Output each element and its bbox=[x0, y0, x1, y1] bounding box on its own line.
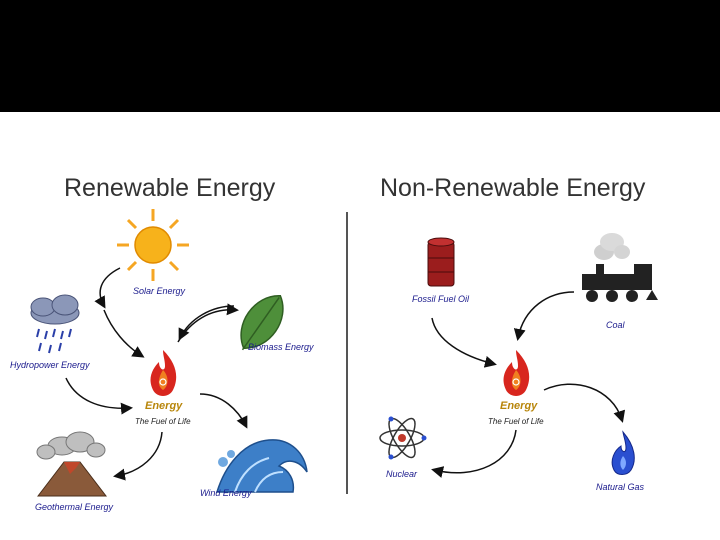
wind-label: Wind Energy bbox=[200, 488, 252, 498]
wave-icon bbox=[215, 439, 308, 493]
arrow-energy-to-nuclear bbox=[431, 429, 517, 478]
train-icon bbox=[582, 233, 658, 302]
top-black-band bbox=[0, 0, 720, 112]
oil-label: Fossil Fuel Oil bbox=[412, 294, 470, 304]
arrow-energy-to-wind bbox=[199, 393, 248, 429]
center-label-renewable: Energy bbox=[145, 400, 183, 412]
biomass-label: Biomass Energy bbox=[248, 342, 314, 352]
natural-gas-label: Natural Gas bbox=[596, 482, 645, 492]
solar-label: Solar Energy bbox=[133, 286, 186, 296]
nuclear-label: Nuclear bbox=[386, 469, 418, 479]
renewable-title: Renewable Energy bbox=[64, 174, 276, 202]
arrow-hydro-to-energy bbox=[103, 309, 145, 358]
rain-cloud-icon bbox=[30, 294, 80, 354]
volcano-icon bbox=[36, 431, 108, 497]
arrow-energy-to-geothermal bbox=[113, 431, 163, 481]
gas-flame-icon bbox=[611, 430, 635, 475]
geothermal-label: Geothermal Energy bbox=[35, 502, 114, 512]
arrow-energy-to-gas bbox=[543, 383, 626, 423]
non-renewable-arrows bbox=[431, 291, 626, 478]
sun-icon bbox=[117, 209, 189, 281]
hydropower-label: Hydropower Energy bbox=[10, 360, 90, 370]
renewable-arrows bbox=[65, 267, 248, 481]
coal-label: Coal bbox=[606, 320, 626, 330]
oil-barrel-icon bbox=[427, 237, 455, 287]
leaf-icon bbox=[240, 295, 284, 351]
center-sublabel-renewable: The Fuel of Life bbox=[135, 417, 191, 426]
center-label-non-renewable: Energy bbox=[500, 400, 538, 412]
flame-icon-renewable bbox=[150, 350, 177, 396]
center-sublabel-non-renewable: The Fuel of Life bbox=[488, 417, 544, 426]
arrow-solar-to-hydro bbox=[94, 267, 121, 309]
non-renewable-title: Non-Renewable Energy bbox=[380, 174, 646, 202]
arrow-energy-to-biomass bbox=[177, 303, 239, 343]
atom-icon bbox=[379, 416, 427, 460]
arrow-oil-to-energy bbox=[431, 317, 497, 368]
arrow-hydro-to-energy-lower bbox=[65, 377, 133, 415]
flame-icon-non-renewable bbox=[503, 350, 530, 396]
arrow-coal-to-energy bbox=[513, 291, 575, 341]
